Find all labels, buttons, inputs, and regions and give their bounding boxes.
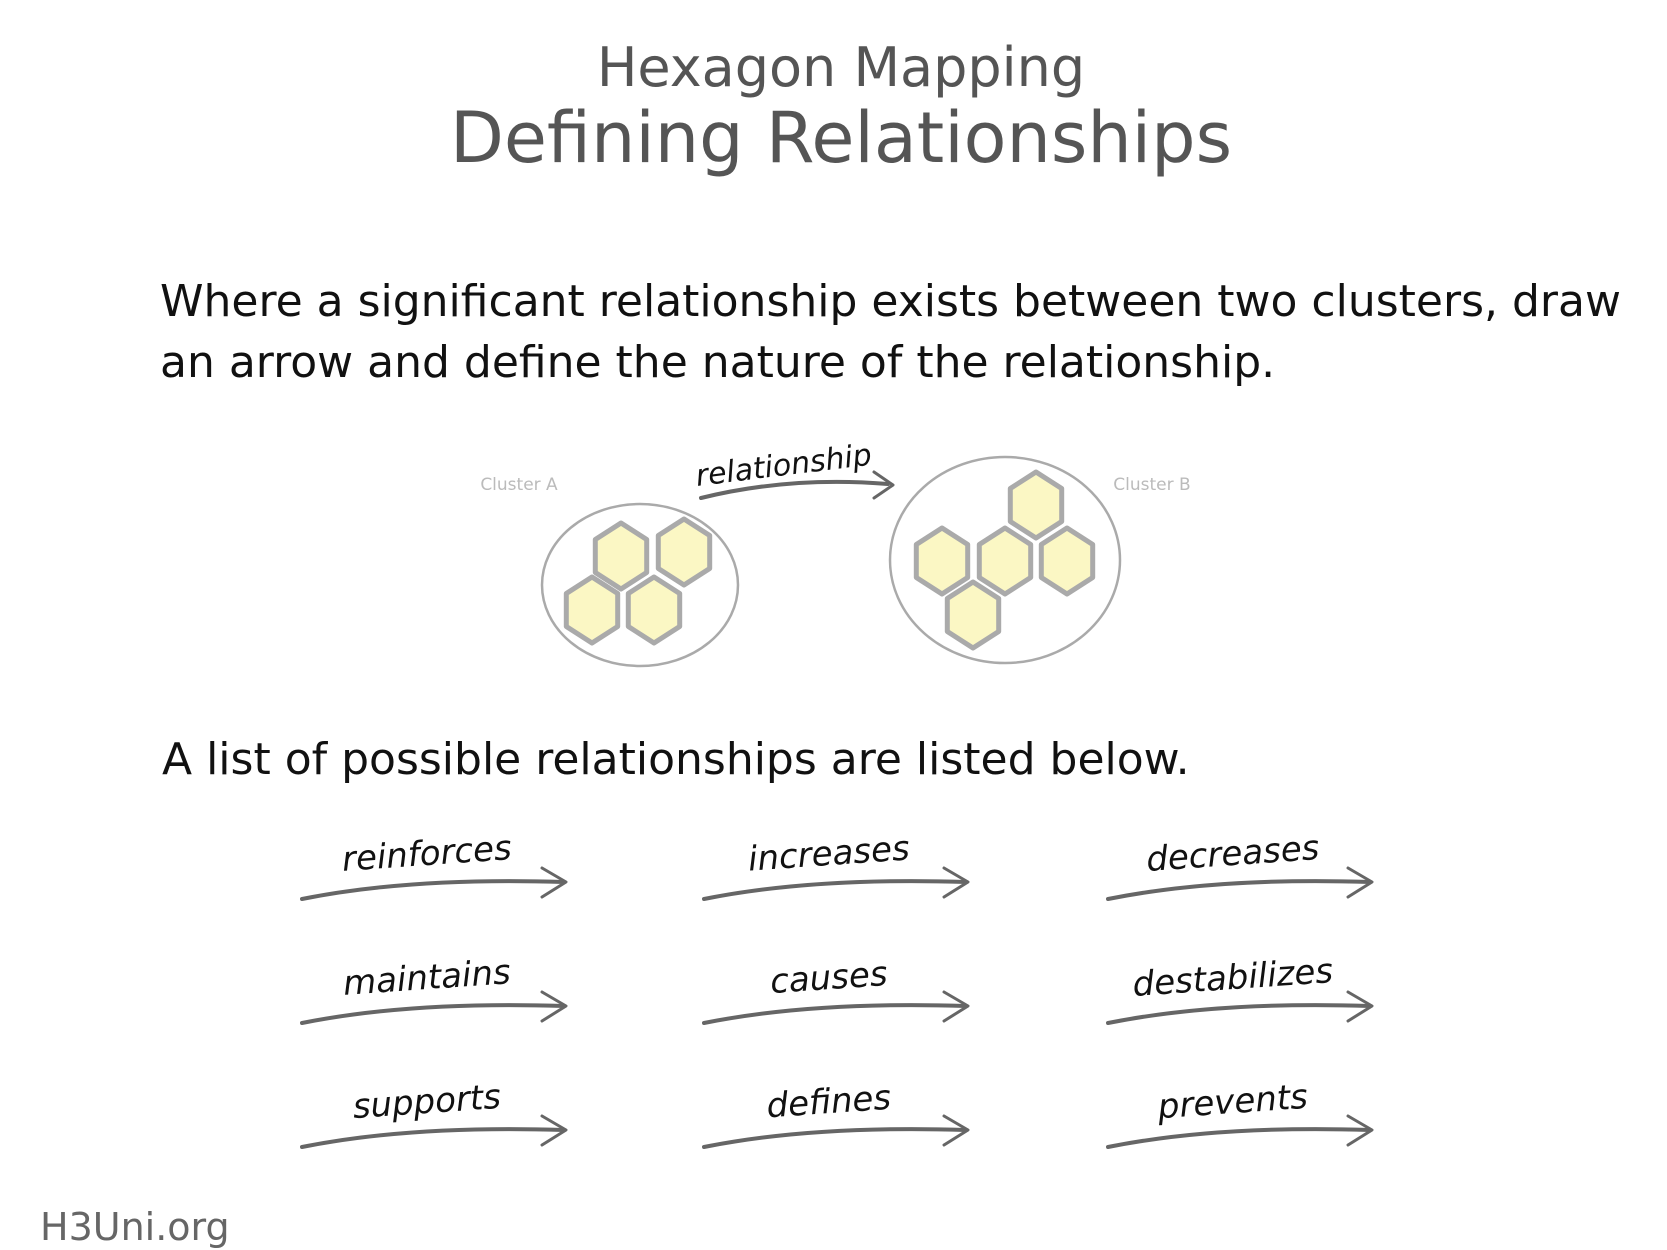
relationship-item: increases [702, 828, 970, 901]
arrowhead-icon [1346, 990, 1374, 1023]
intro-line-1: Where a significant relationship exists … [160, 276, 1621, 327]
relationship-label: destabilizes [1131, 951, 1334, 1005]
cluster-b-label: Cluster B [1113, 475, 1190, 495]
relationship-label: reinforces [341, 828, 513, 880]
relationship-label: supports [351, 1077, 502, 1127]
slide-subtitle: Hexagon Mapping [597, 36, 1085, 99]
relationship-item: causes [702, 954, 970, 1025]
slide-title: Defining Relationships [450, 97, 1232, 179]
list-intro: A list of possible relationships are lis… [162, 734, 1190, 785]
relationship-arrow [300, 1003, 566, 1025]
hexagon [625, 574, 683, 646]
relationship-item: supports [300, 1077, 568, 1149]
hexagon [1007, 469, 1065, 541]
hexagon [592, 520, 650, 592]
arrowhead-icon [942, 1114, 970, 1147]
cluster-diagram: Cluster A Cluster B relationship [480, 438, 1191, 668]
relationship-label: maintains [342, 952, 512, 1004]
relationship-arrow [1106, 1003, 1372, 1025]
relationship-label: causes [769, 954, 889, 1002]
hexagon [1038, 525, 1096, 597]
relationship-label: increases [747, 828, 911, 879]
arrowhead-icon [540, 866, 568, 899]
arrowhead-icon [1346, 1114, 1374, 1147]
relationship-item: prevents [1106, 1077, 1374, 1149]
intro-line-2: an arrow and define the nature of the re… [160, 337, 1275, 388]
relationship-arrow [300, 1127, 566, 1149]
relationship-arrow [702, 1003, 968, 1025]
relationship-arrow [1106, 1127, 1372, 1149]
relationship-item: destabilizes [1106, 951, 1374, 1025]
arrowhead-icon [540, 1114, 568, 1147]
relationship-arrowhead-icon [872, 470, 895, 500]
relationship-item: reinforces [300, 828, 568, 901]
cluster-a-label: Cluster A [480, 475, 558, 495]
relationship-arrow [699, 479, 890, 500]
relationship-label: prevents [1156, 1077, 1310, 1127]
relationship-arrow [702, 1127, 968, 1149]
relationship-arrow [300, 879, 566, 901]
relationship-arrow [702, 879, 968, 901]
hexagon [913, 525, 971, 597]
arrowhead-icon [942, 990, 970, 1023]
hexagon [655, 516, 713, 588]
relationship-arrow [1106, 879, 1372, 901]
relationship-label: decreases [1145, 828, 1321, 880]
arrowhead-icon [540, 990, 568, 1023]
arrowhead-icon [1346, 866, 1374, 899]
hexagon [976, 525, 1034, 597]
footer-brand: H3Uni.org [40, 1205, 230, 1249]
relationship-label: defines [765, 1078, 892, 1127]
relationship-item: defines [702, 1078, 970, 1149]
cluster-b-outline [888, 455, 1122, 665]
cluster-a-outline [540, 502, 740, 668]
hexagon [944, 579, 1002, 651]
hexagon [563, 574, 621, 646]
hexagon-group [563, 469, 1096, 651]
relationship-item: decreases [1106, 828, 1374, 901]
relationship-item: maintains [300, 952, 568, 1025]
relationship-list: reinforces increases decreases maintains cau… [300, 828, 1374, 1149]
arrowhead-icon [942, 866, 970, 899]
